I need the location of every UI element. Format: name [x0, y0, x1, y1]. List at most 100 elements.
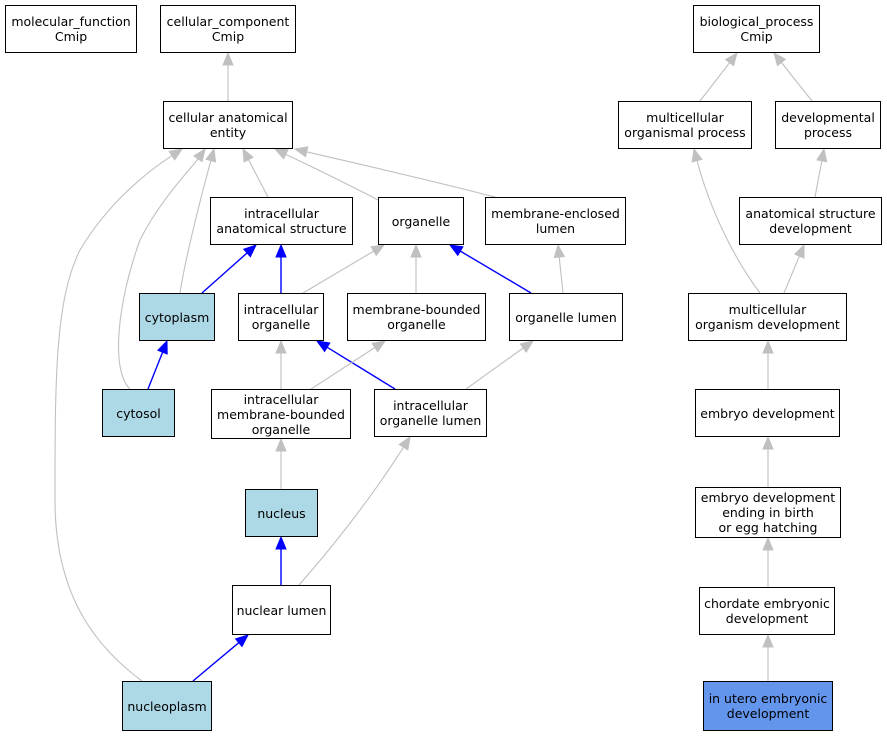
node-label: embryo development ending in birth or eg… [700, 490, 836, 535]
edge-cytoplasm-to-intracellular-anatomical-structure [201, 252, 248, 294]
node-embryo-development[interactable]: embryo development [695, 389, 840, 437]
node-biological-process[interactable]: biological_process Cmip [693, 5, 820, 53]
arrowhead [691, 147, 703, 163]
node-chordate-embryonic-development[interactable]: chordate embryonic development [699, 587, 835, 635]
arrowhead [193, 147, 206, 163]
node-cytosol[interactable]: cytosol [102, 389, 175, 437]
node-label: anatomical structure development [745, 206, 876, 236]
node-label: membrane-bounded organelle [352, 302, 481, 332]
node-label: intracellular anatomical structure [216, 206, 347, 236]
arrowhead [816, 147, 828, 163]
node-label: nucleus [257, 505, 306, 521]
node-label: cytoplasm [144, 309, 210, 325]
arrowhead [275, 243, 287, 258]
node-label: membrane-enclosed lumen [491, 206, 620, 236]
edge-intracellular-membrane-bounded-organelle-to-membrane-bounded-organelle [304, 347, 376, 394]
node-cellular-component[interactable]: cellular_component Cmip [160, 5, 296, 53]
arrowhead [293, 146, 309, 158]
node-label: multicellular organism development [695, 302, 840, 332]
edge-cytosol-to-cytoplasm [147, 351, 164, 390]
arrowhead [519, 340, 535, 354]
arrowhead [762, 536, 774, 551]
arrowhead [273, 148, 289, 160]
node-nucleoplasm[interactable]: nucleoplasm [122, 681, 212, 731]
edge-nuclear-lumen-to-intracellular-organelle-lumen [298, 446, 405, 586]
arrowhead [157, 339, 168, 355]
arrowhead [762, 633, 774, 648]
node-label: developmental process [781, 110, 875, 140]
arrowhead [410, 243, 422, 258]
arrowhead [370, 244, 386, 257]
node-anatomical-structure-development[interactable]: anatomical structure development [739, 197, 882, 245]
node-membrane-enclosed-lumen[interactable]: membrane-enclosed lumen [485, 197, 626, 245]
node-in-utero-embryonic-development[interactable]: in utero embryonic development [703, 681, 833, 731]
node-embryo-development-ending-in-birth[interactable]: embryo development ending in birth or eg… [695, 487, 841, 538]
arrowhead [448, 244, 464, 257]
node-multicellular-organism-development[interactable]: multicellular organism development [688, 293, 847, 341]
edge-organelle-lumen-to-organelle [459, 250, 532, 294]
node-label: nuclear lumen [236, 602, 327, 618]
node-developmental-process[interactable]: developmental process [775, 101, 881, 149]
node-label: chordate embryonic development [704, 596, 830, 626]
edge-cytoplasm-to-cellular-anatomical-entity [179, 160, 212, 294]
node-label: molecular_function Cmip [11, 14, 131, 44]
edge-membrane-enclosed-lumen-to-cellular-anatomical-entity [306, 151, 496, 198]
arrowhead [371, 340, 387, 353]
arrowhead [275, 437, 287, 452]
edge-nucleoplasm-to-cellular-anatomical-entity [54, 155, 173, 682]
arrowhead [205, 147, 217, 163]
node-organelle-lumen[interactable]: organelle lumen [509, 293, 623, 341]
edge-organelle-to-cellular-anatomical-entity [285, 153, 379, 201]
node-intracellular-membrane-bounded-organelle[interactable]: intracellular membrane-bounded organelle [211, 389, 351, 439]
node-organelle[interactable]: organelle [378, 197, 464, 245]
node-label: organelle lumen [515, 309, 617, 325]
node-nucleus[interactable]: nucleus [245, 489, 318, 537]
arrowhead [793, 243, 805, 259]
arrowhead [724, 51, 738, 67]
arrowhead [242, 147, 254, 163]
arrowhead [275, 339, 287, 354]
edge-developmental-process-to-biological-process [780, 62, 813, 102]
node-label: multicellular organismal process [624, 110, 746, 140]
node-label: in utero embryonic development [708, 691, 828, 721]
node-molecular-function[interactable]: molecular_function Cmip [5, 5, 137, 53]
node-label: cytosol [116, 405, 161, 421]
node-label: cellular_component Cmip [166, 14, 290, 44]
node-nuclear-lumen[interactable]: nuclear lumen [232, 585, 331, 635]
edge-nucleoplasm-to-nuclear-lumen [192, 642, 240, 682]
node-label: intracellular membrane-bounded organelle [217, 391, 345, 437]
arrowhead [762, 435, 774, 450]
arrowhead [222, 51, 234, 66]
node-label: nucleoplasm [127, 698, 207, 714]
node-label: intracellular organelle lumen [379, 398, 482, 428]
node-cellular-anatomical-entity[interactable]: cellular anatomical entity [163, 101, 293, 149]
node-label: intracellular organelle [243, 302, 319, 332]
arrowhead [773, 51, 787, 67]
arrowhead [168, 148, 184, 161]
arrowhead [762, 339, 774, 354]
node-intracellular-organelle-lumen[interactable]: intracellular organelle lumen [374, 389, 487, 437]
node-label: cellular anatomical entity [168, 110, 288, 140]
node-multicellular-organismal-process[interactable]: multicellular organismal process [618, 101, 752, 149]
edge-intracellular-organelle-lumen-to-organelle-lumen [465, 347, 524, 390]
edge-organelle-lumen-to-membrane-enclosed-lumen [558, 256, 564, 294]
node-label: organelle [391, 213, 451, 229]
arrowhead [315, 340, 331, 353]
node-membrane-bounded-organelle[interactable]: membrane-bounded organelle [347, 293, 486, 341]
node-intracellular-anatomical-structure[interactable]: intracellular anatomical structure [210, 197, 353, 245]
node-cytoplasm[interactable]: cytoplasm [139, 293, 215, 341]
edge-intracellular-anatomical-structure-to-cellular-anatomical-entity [248, 159, 269, 198]
edge-multicellular-organism-development-to-multicellular-organismal-process [696, 160, 761, 294]
node-label: embryo development [700, 405, 835, 421]
edge-multicellular-organism-development-to-anatomical-structure-development [783, 255, 800, 294]
edge-cytosol-to-cellular-anatomical-entity [118, 158, 199, 390]
edge-anatomical-structure-development-to-developmental-process [814, 160, 823, 198]
arrowhead [242, 244, 257, 258]
node-intracellular-organelle[interactable]: intracellular organelle [238, 293, 324, 341]
edge-intracellular-organelle-lumen-to-intracellular-organelle [326, 346, 396, 390]
arrowhead [275, 535, 287, 550]
edge-multicellular-organismal-process-to-biological-process [699, 62, 731, 102]
edge-intracellular-organelle-to-organelle [302, 250, 374, 294]
